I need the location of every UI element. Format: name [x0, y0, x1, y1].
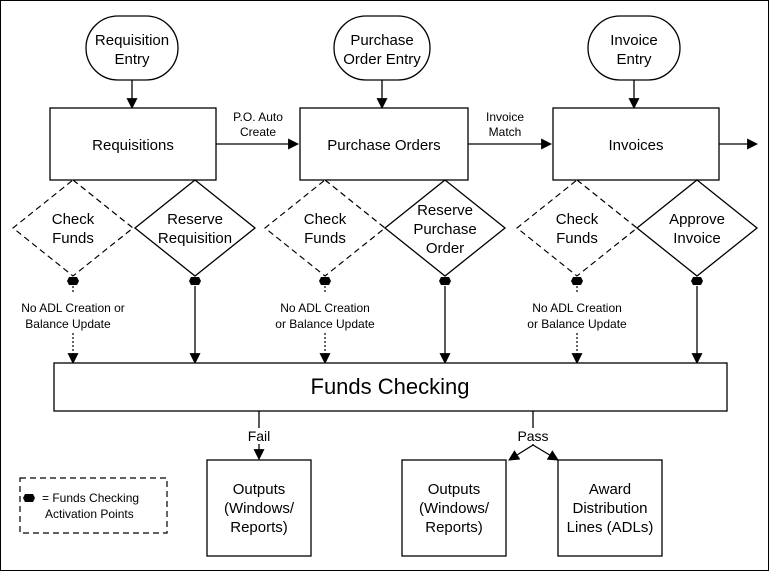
outputs-pass-line2: (Windows/	[419, 500, 490, 517]
check-funds-2-line2: Funds	[304, 230, 346, 247]
reserve-purchase-order-line1: Reserve	[417, 202, 473, 219]
activation-point-icon	[319, 277, 331, 285]
entry-requisition: Requisition Entry	[85, 15, 179, 81]
check-funds-2-line1: Check	[304, 211, 347, 228]
outputs-pass-line3: Reports)	[425, 519, 483, 536]
fail-label-bg	[246, 428, 274, 444]
process-requisitions-label: Requisitions	[92, 137, 174, 154]
no-adl-note-1-line2: Balance Update	[25, 317, 111, 331]
reserve-purchase-order-line3: Order	[426, 240, 464, 257]
activation-point-icon	[439, 277, 451, 285]
connector-po-auto-create-line1: P.O. Auto	[233, 110, 283, 124]
legend-line1: = Funds Checking	[42, 491, 139, 505]
check-funds-3-line2: Funds	[556, 230, 598, 247]
adl-line2: Distribution	[572, 500, 647, 517]
outputs-fail-line2: (Windows/	[224, 500, 295, 517]
approve-invoice-line2: Invoice	[673, 230, 721, 247]
entry-invoice: Invoice Entry	[587, 15, 681, 81]
no-adl-note-1-line1: No ADL Creation or	[21, 301, 125, 315]
connector-po-auto-create-line2: Create	[240, 125, 276, 139]
entry-invoice-line1: Invoice	[610, 32, 658, 49]
outputs-fail-line3: Reports)	[230, 519, 288, 536]
process-purchase-orders-label: Purchase Orders	[327, 137, 440, 154]
check-funds-3-line1: Check	[556, 211, 599, 228]
arrow-pass-to-outputs	[508, 444, 534, 461]
reserve-requisition-line2: Requisition	[158, 230, 232, 247]
entry-requisition-line1: Requisition	[95, 32, 169, 49]
activation-point-icon	[189, 277, 201, 285]
legend: = Funds Checking Activation Points	[19, 477, 168, 534]
process-invoices: Invoices	[552, 107, 720, 181]
approve-invoice-line1: Approve	[669, 211, 725, 228]
entry-requisition-line2: Entry	[114, 51, 150, 68]
process-requisitions: Requisitions	[49, 107, 217, 181]
activation-point-icon	[67, 277, 79, 285]
outputs-fail-line1: Outputs	[233, 481, 286, 498]
decision-check-funds-invoice: Check Funds	[516, 179, 638, 277]
arrow-pass-to-adls	[532, 444, 559, 461]
process-invoices-label: Invoices	[608, 137, 663, 154]
no-adl-note-3-line2: or Balance Update	[527, 317, 627, 331]
connector-invoice-match-line1: Invoice	[486, 110, 524, 124]
decision-check-funds-requisition: Check Funds	[12, 179, 134, 277]
no-adl-note-2-line2: or Balance Update	[275, 317, 375, 331]
decision-reserve-requisition: Reserve Requisition	[133, 179, 257, 277]
pass-label-bg	[514, 428, 552, 444]
connector-invoice-match-line2: Match	[489, 125, 522, 139]
outputs-pass-box: Outputs (Windows/ Reports)	[401, 459, 507, 557]
process-purchase-orders: Purchase Orders	[299, 107, 469, 181]
funds-checking-process: Funds Checking	[53, 362, 728, 412]
adl-line1: Award	[589, 481, 631, 498]
adl-box: Award Distribution Lines (ADLs)	[557, 459, 663, 557]
activation-point-icon	[691, 277, 703, 285]
decision-check-funds-purchase-order: Check Funds	[264, 179, 386, 277]
activation-point-icon	[571, 277, 583, 285]
no-adl-note-2-line1: No ADL Creation	[280, 301, 370, 315]
entry-purchase-order-line2: Order Entry	[343, 51, 421, 68]
funds-checking-label: Funds Checking	[311, 374, 470, 399]
reserve-purchase-order-line2: Purchase	[413, 221, 476, 238]
entry-purchase-order: Purchase Order Entry	[333, 15, 431, 81]
decision-approve-invoice: Approve Invoice	[635, 179, 759, 277]
adl-line3: Lines (ADLs)	[567, 519, 654, 536]
legend-activation-point-icon	[23, 494, 35, 502]
check-funds-1-line2: Funds	[52, 230, 94, 247]
outputs-pass-line1: Outputs	[428, 481, 481, 498]
outputs-fail-box: Outputs (Windows/ Reports)	[206, 459, 312, 557]
entry-purchase-order-line1: Purchase	[350, 32, 413, 49]
no-adl-note-3-line1: No ADL Creation	[532, 301, 622, 315]
entry-invoice-line2: Entry	[616, 51, 652, 68]
pass-label: Pass	[517, 428, 548, 444]
decision-reserve-purchase-order: Reserve Purchase Order	[383, 179, 507, 277]
legend-line2: Activation Points	[45, 507, 134, 521]
reserve-requisition-line1: Reserve	[167, 211, 223, 228]
fail-label: Fail	[248, 428, 271, 444]
check-funds-1-line1: Check	[52, 211, 95, 228]
